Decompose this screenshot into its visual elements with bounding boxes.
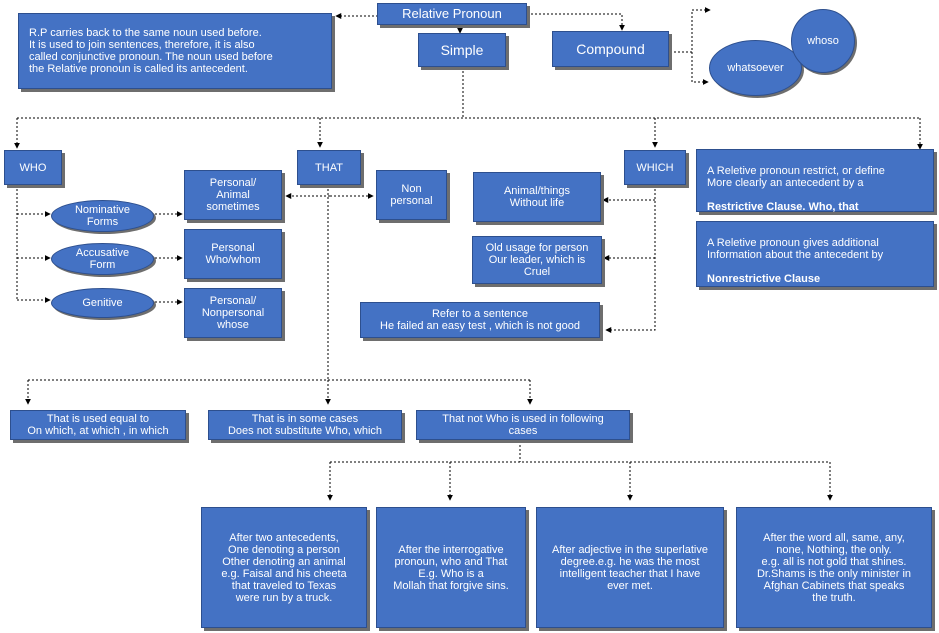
restrictive-text: A Reletive pronoun restrict, or define M…: [707, 165, 885, 189]
compound-node: Compound: [552, 31, 669, 67]
root-relative-pronoun: Relative Pronoun: [377, 3, 527, 25]
that-use-not-who: That not Who is used in following cases: [416, 410, 630, 440]
ellipse-whatsoever: whatsoever: [709, 40, 802, 96]
who-desc-accusative: Personal Who/whom: [184, 229, 282, 279]
which-animal-things: Animal/things Without life: [473, 172, 601, 222]
case-interrogative: After the interrogative pronoun, who and…: [376, 507, 526, 628]
nonrestrictive-tail: (use of comma): [707, 297, 784, 309]
that-non-personal: Non personal: [376, 170, 447, 220]
that-use-some-cases: That is in some cases Does not substitut…: [208, 410, 402, 440]
simple-node: Simple: [418, 33, 506, 67]
restrictive-bold: Restrictive Clause. Who, that: [707, 201, 859, 213]
which-node: WHICH: [624, 150, 686, 185]
nonrestrictive-bold: Nonrestrictive Clause: [707, 273, 821, 285]
definition-box: R.P carries back to the same noun used b…: [18, 13, 332, 89]
case-superlative: After adjective in the superlative degre…: [536, 507, 724, 628]
who-node: WHO: [4, 150, 62, 185]
nonrestrictive-text: A Reletive pronoun gives additional Info…: [707, 237, 884, 261]
case-two-antecedents: After two antecedents, One denoting a pe…: [201, 507, 367, 628]
who-desc-nominative: Personal/ Animal sometimes: [184, 170, 282, 220]
form-nominative: Nominative Forms: [51, 200, 154, 232]
ellipse-whoso: whoso: [791, 9, 855, 73]
form-accusative: Accusative Form: [51, 243, 154, 275]
which-old-usage: Old usage for person Our leader, which i…: [472, 236, 602, 284]
case-all-same-any: After the word all, same, any, none, Not…: [736, 507, 932, 628]
that-use-equal: That is used equal to On which, at which…: [10, 410, 186, 440]
which-refer-sentence: Refer to a sentence He failed an easy te…: [360, 302, 600, 338]
form-genitive: Genitive: [51, 288, 154, 318]
that-node: THAT: [297, 150, 361, 185]
nonrestrictive-clause-box: A Reletive pronoun gives additional Info…: [696, 221, 934, 309]
restrictive-clause-box: A Reletive pronoun restrict, or define M…: [696, 149, 934, 213]
who-desc-genitive: Personal/ Nonpersonal whose: [184, 288, 282, 338]
